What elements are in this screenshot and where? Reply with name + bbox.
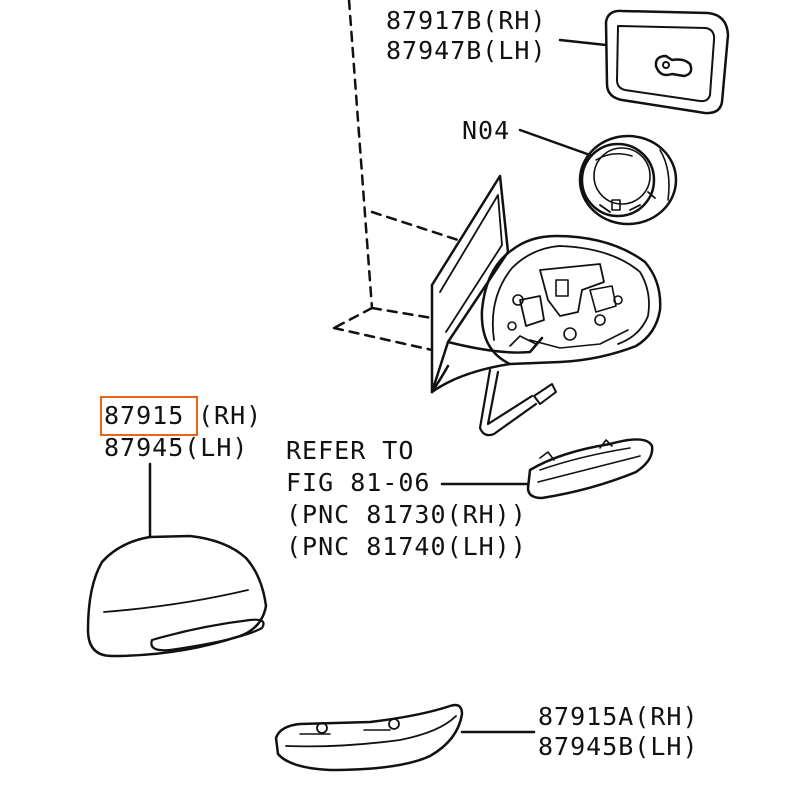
mirror-cover-upper bbox=[86, 534, 268, 658]
part-number-actuator[interactable]: N04 bbox=[462, 116, 511, 145]
cover-rh-suffix: (RH) bbox=[198, 401, 263, 430]
refer-line-1: REFER TO bbox=[286, 436, 415, 465]
turn-signal-lamp bbox=[526, 438, 654, 500]
mirror-glass bbox=[604, 9, 730, 115]
refer-line-3: (PNC 81730(RH)) bbox=[286, 500, 527, 529]
mirror-actuator bbox=[578, 134, 678, 226]
dashed-reference-lines bbox=[332, 0, 460, 352]
part-number-lower-rh[interactable]: 87915A(RH) bbox=[538, 702, 699, 731]
part-number-lower-lh[interactable]: 87945B(LH) bbox=[538, 732, 699, 761]
leader-line-actuator bbox=[518, 128, 592, 157]
part-number-cover-lh[interactable]: 87945(LH) bbox=[104, 433, 249, 462]
part-number-glass-rh[interactable]: 87917B(RH) bbox=[386, 6, 547, 35]
part-number-glass-lh[interactable]: 87947B(LH) bbox=[386, 36, 547, 65]
mirror-housing-assembly bbox=[430, 174, 662, 437]
leader-line-glass bbox=[558, 38, 608, 47]
refer-line-2[interactable]: FIG 81-06 bbox=[286, 468, 431, 497]
refer-line-4: (PNC 81740(LH)) bbox=[286, 532, 527, 561]
part-number-cover-rh[interactable]: 87915 bbox=[104, 401, 185, 430]
mirror-cover-lower bbox=[274, 703, 464, 772]
